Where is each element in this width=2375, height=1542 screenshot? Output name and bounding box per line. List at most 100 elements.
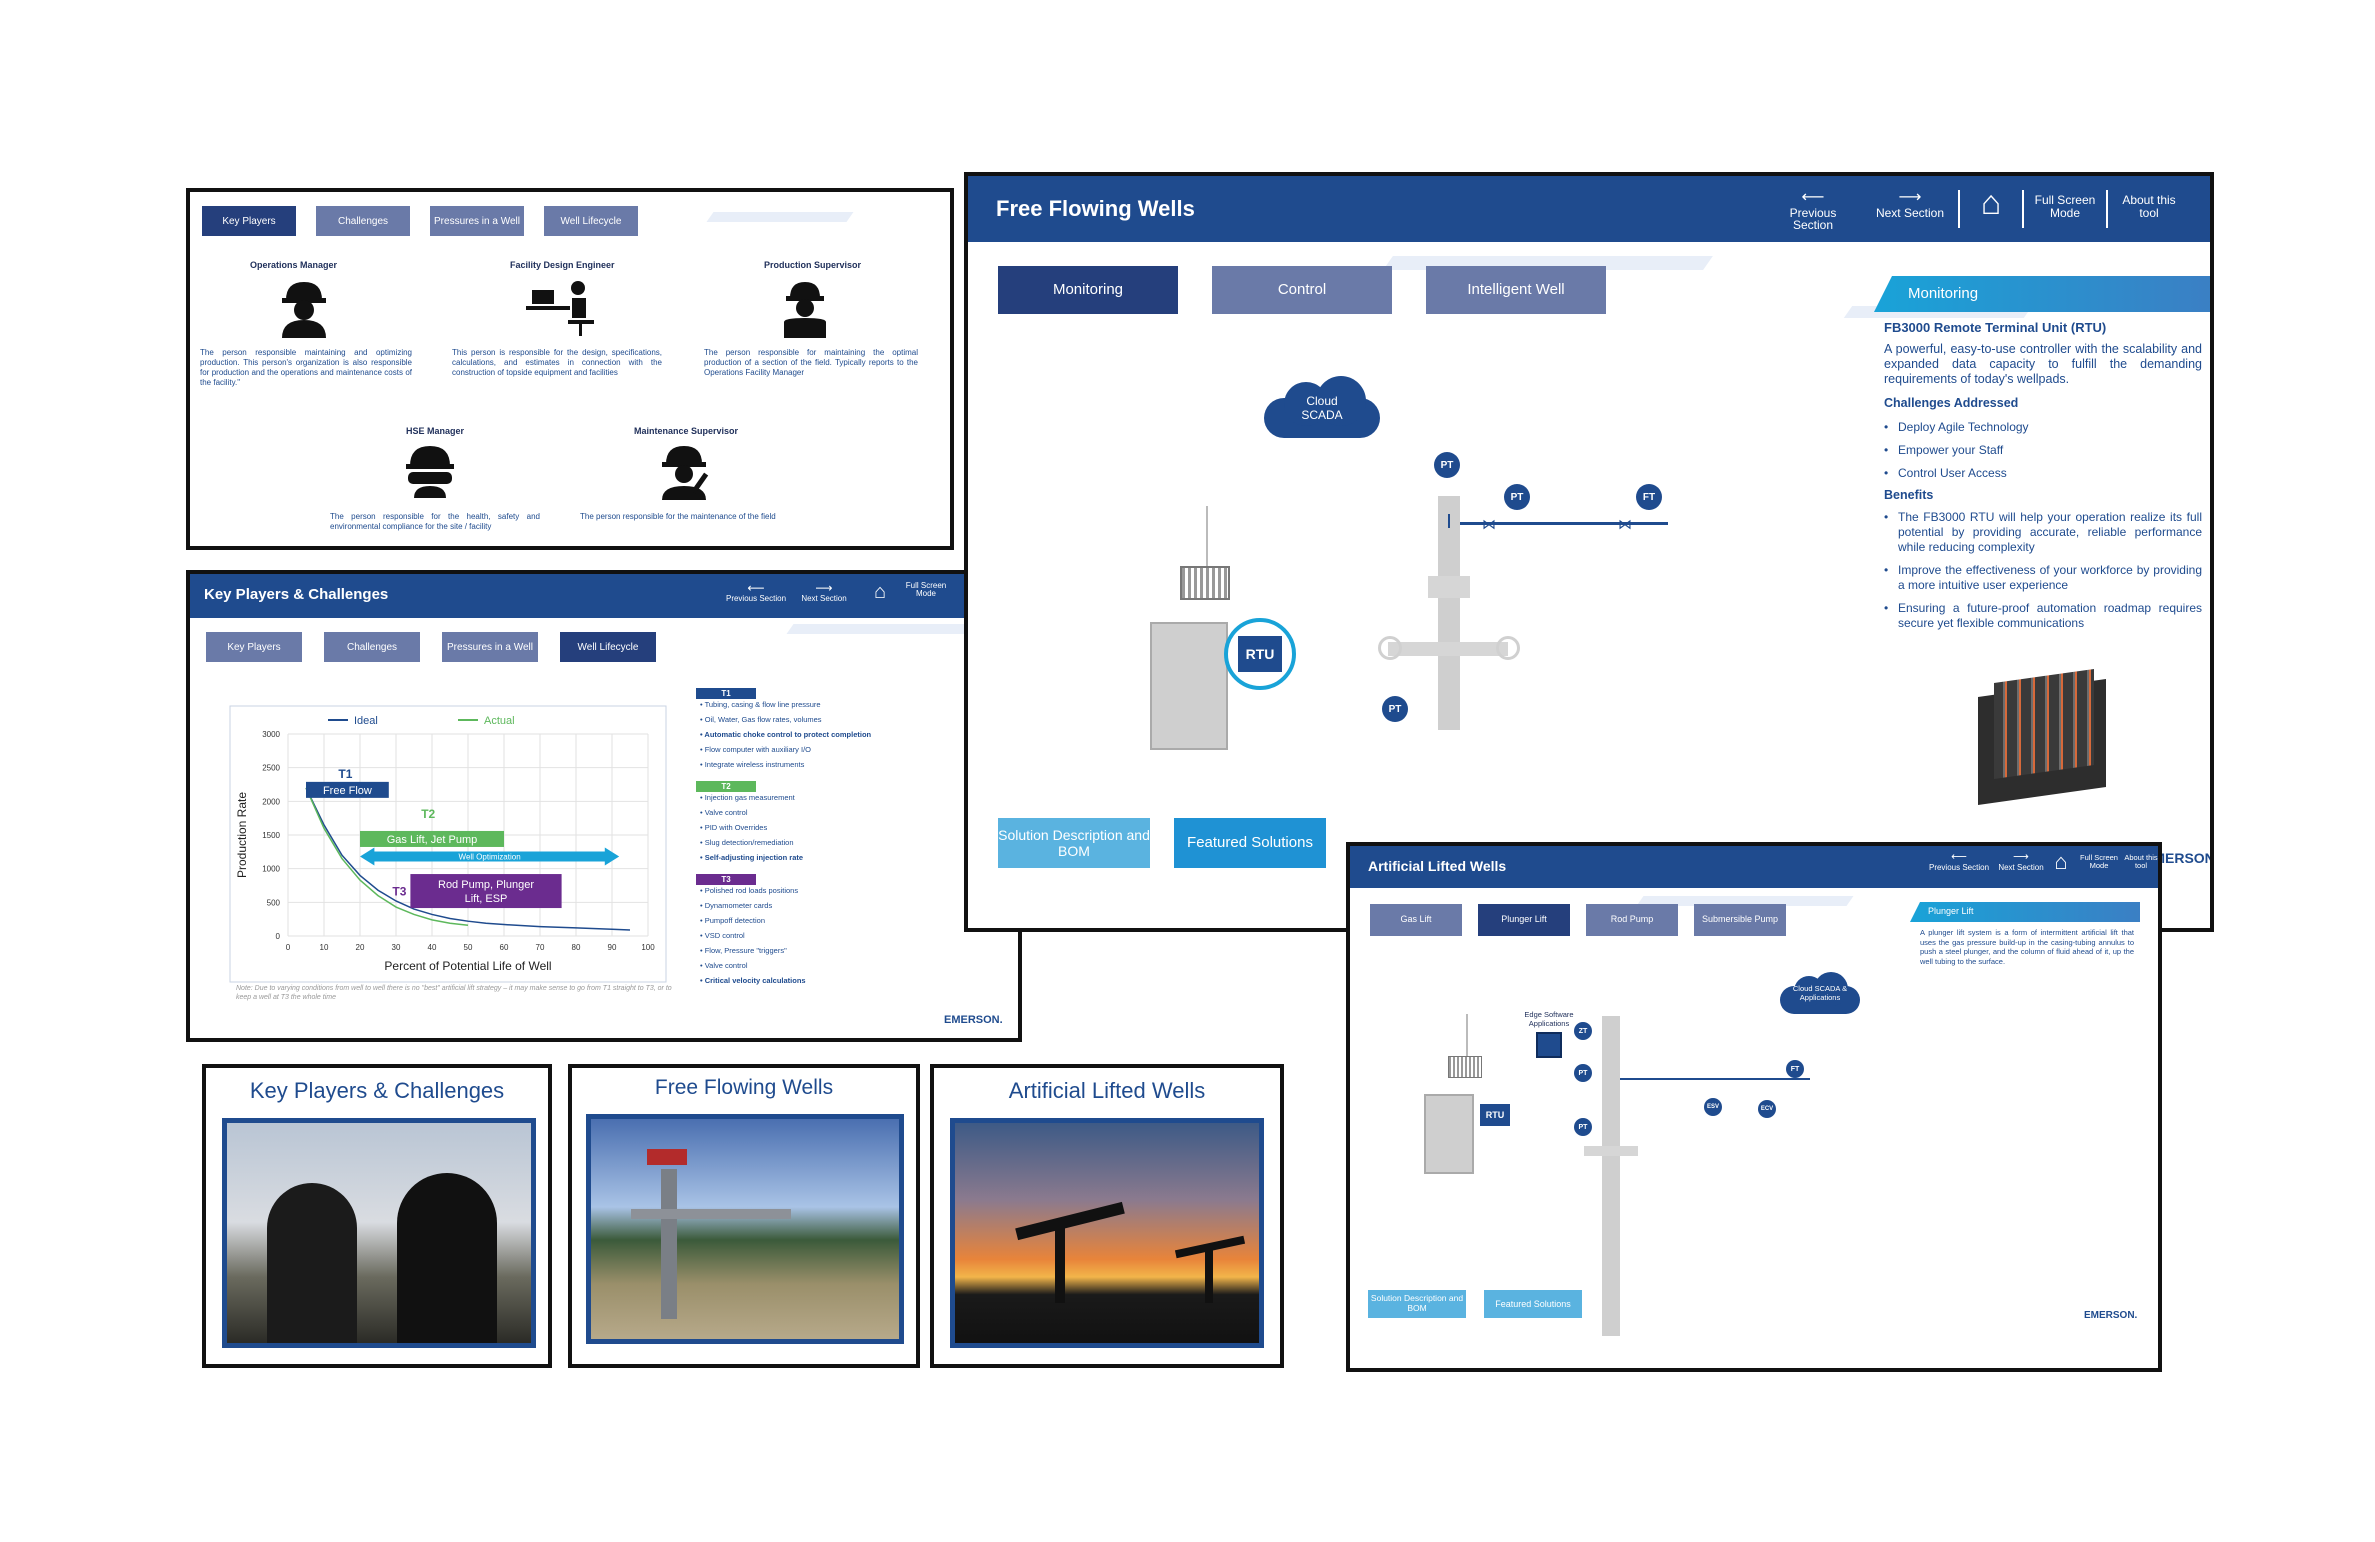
tab-plunger-lift[interactable]: Plunger Lift <box>1478 904 1570 936</box>
tab-monitoring[interactable]: Monitoring <box>998 266 1178 314</box>
tab-key-players[interactable]: Key Players <box>206 632 302 662</box>
tab-intelligent-well[interactable]: Intelligent Well <box>1426 266 1606 314</box>
previous-section-button[interactable]: ⟵ Previous Section <box>1768 189 1858 233</box>
stage-item: • Injection gas measurement <box>700 793 795 802</box>
plunger-lift-description: A plunger lift system is a form of inter… <box>1920 928 2134 966</box>
solution-description-button[interactable]: Solution Description and BOM <box>998 818 1150 868</box>
wellhead-wheel <box>1378 636 1402 660</box>
full-screen-button[interactable]: Full Screen Mode <box>905 581 947 599</box>
home-button[interactable]: ⌂ <box>1968 185 2014 222</box>
ft-tag: FT <box>1636 484 1662 510</box>
stage-item: • Polished rod loads positions <box>700 886 799 895</box>
solution-description-button[interactable]: Solution Description and BOM <box>1368 1290 1466 1318</box>
key-players-slide: Key Players Challenges Pressures in a We… <box>186 188 954 550</box>
wellhead-cross <box>1388 642 1508 656</box>
nav-divider <box>1958 190 1960 228</box>
solar-panel-icon <box>1448 1056 1482 1078</box>
stage-item: • Self-adjusting injection rate <box>700 853 804 862</box>
tab-gas-lift[interactable]: Gas Lift <box>1370 904 1462 936</box>
role-title: HSE Manager <box>406 426 465 436</box>
x-tick-label: 70 <box>536 943 545 952</box>
tab-well-lifecycle[interactable]: Well Lifecycle <box>544 206 638 236</box>
nav-label: Next Section <box>1875 205 1945 220</box>
thumbnail-free-flowing[interactable]: Free Flowing Wells <box>568 1064 920 1368</box>
tab-rod-pump[interactable]: Rod Pump <box>1586 904 1678 936</box>
next-section-button[interactable]: ⟶ Next Section <box>1872 189 1948 220</box>
previous-section-button[interactable]: ⟵ Previous Section <box>724 582 788 603</box>
role-desc: This person is responsible for the desig… <box>452 348 662 377</box>
supervisor-hardhat-icon <box>784 282 826 338</box>
y-tick-label: 2000 <box>262 797 280 806</box>
nav-label: Next Section <box>1998 862 2044 872</box>
nav-label: Previous Section <box>1789 205 1837 233</box>
x-tick-label: 60 <box>500 943 509 952</box>
tab-control[interactable]: Control <box>1212 266 1392 314</box>
maintenance-wrench-icon <box>662 446 709 500</box>
pt-tag: PT <box>1574 1064 1592 1082</box>
home-icon: ⌂ <box>2054 849 2068 874</box>
emerson-logo: EMERSON. <box>944 1014 1003 1026</box>
x-tick-label: 30 <box>392 943 401 952</box>
slide-title: Artificial Lifted Wells <box>1368 858 1507 874</box>
tab-submersible-pump[interactable]: Submersible Pump <box>1694 904 1786 936</box>
about-tool-button[interactable]: About this tool <box>2124 853 2158 870</box>
y-tick-label: 3000 <box>262 730 280 739</box>
arrow-right-icon: ⟶ <box>1898 189 1922 206</box>
tab-pressures[interactable]: Pressures in a Well <box>442 632 538 662</box>
featured-solutions-button[interactable]: Featured Solutions <box>1484 1290 1582 1318</box>
previous-section-button[interactable]: ⟵ Previous Section <box>1928 851 1990 872</box>
thumbnail-artificial-lift[interactable]: Artificial Lifted Wells <box>930 1064 1284 1368</box>
sidebar-heading-bar: Plunger Lift <box>1910 902 2140 922</box>
about-tool-button[interactable]: About this tool <box>2122 193 2176 220</box>
tab-pressures[interactable]: Pressures in a Well <box>430 206 524 236</box>
full-screen-button[interactable]: Full Screen Mode <box>2034 193 2096 220</box>
optimization-arrow <box>360 847 620 866</box>
stage-item: • Slug detection/remediation <box>700 838 794 847</box>
stage-tag: T1 <box>696 688 756 699</box>
stage-box <box>410 874 562 909</box>
x-tick-label: 100 <box>641 943 655 952</box>
home-button[interactable]: ⌂ <box>2046 850 2076 873</box>
tab-key-players[interactable]: Key Players <box>202 206 296 236</box>
rtu-callout[interactable]: RTU <box>1224 618 1296 690</box>
edge-device-icon <box>1536 1032 1562 1058</box>
home-button[interactable]: ⌂ <box>866 582 894 603</box>
sidebar-heading: Plunger Lift <box>1928 906 1974 916</box>
ft-tag: FT <box>1786 1060 1804 1078</box>
nav-label: Previous Section <box>1928 862 1990 872</box>
benefit-item: Improve the effectiveness of your workfo… <box>1884 563 2202 593</box>
hse-goggles-icon <box>406 446 454 498</box>
stage-item: • VSD control <box>700 931 745 940</box>
featured-solutions-button[interactable]: Featured Solutions <box>1174 818 1326 868</box>
tab-well-lifecycle[interactable]: Well Lifecycle <box>560 632 656 662</box>
tab-challenges[interactable]: Challenges <box>316 206 410 236</box>
full-screen-button[interactable]: Full Screen Mode <box>2080 853 2118 870</box>
y-tick-label: 500 <box>267 898 281 907</box>
role-desc: The person responsible for maintaining t… <box>704 348 918 377</box>
rtu-box: RTU <box>1238 636 1282 672</box>
x-tick-label: 90 <box>608 943 617 952</box>
rtu-box: RTU <box>1480 1104 1510 1126</box>
nav-divider <box>2106 190 2108 228</box>
free-flowing-slide: Free Flowing Wells ⟵ Previous Section ⟶ … <box>964 172 2214 932</box>
next-section-button[interactable]: ⟶ Next Section <box>796 582 852 603</box>
chart-note: Note: Due to varying conditions from wel… <box>236 985 672 1001</box>
stage-item: • Flow computer with auxiliary I/O <box>700 745 811 754</box>
stage-tag-label: T2 <box>421 807 435 821</box>
role-desc: The person responsible maintaining and o… <box>200 348 412 387</box>
flow-line <box>1460 522 1668 525</box>
y-tick-label: 1000 <box>262 865 280 874</box>
thumbnail-key-players[interactable]: Key Players & Challenges <box>202 1064 552 1368</box>
role-desc: The person responsible for the maintenan… <box>580 512 776 521</box>
challenge-item: Empower your Staff <box>1884 439 2202 462</box>
x-tick-label: 40 <box>428 943 437 952</box>
arrow-right-icon: ⟶ <box>815 581 833 595</box>
well-casing <box>1584 1146 1638 1156</box>
pt-tag: PT <box>1382 696 1408 722</box>
next-section-button[interactable]: ⟶ Next Section <box>1996 851 2046 872</box>
stage-item: • Oil, Water, Gas flow rates, volumes <box>700 715 822 724</box>
tab-challenges[interactable]: Challenges <box>324 632 420 662</box>
slide-header: Free Flowing Wells ⟵ Previous Section ⟶ … <box>968 176 2210 242</box>
wellhead-field-image <box>586 1114 904 1344</box>
slide-header: Key Players & Challenges ⟵ Previous Sect… <box>190 574 1018 618</box>
